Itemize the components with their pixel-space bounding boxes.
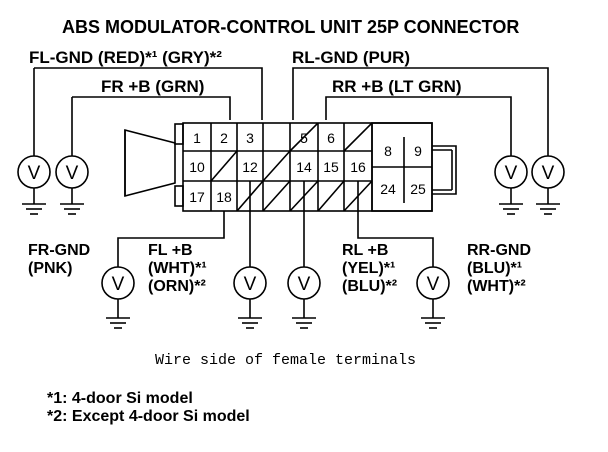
label-fr-b: FR +B (GRN) bbox=[101, 77, 204, 96]
footnote-2: *2: Except 4-door Si model bbox=[47, 408, 250, 425]
voltmeter-rr-gnd: V bbox=[416, 266, 450, 329]
pin-8: 8 bbox=[384, 143, 392, 159]
voltmeter-fr-b: V bbox=[55, 155, 89, 215]
voltmeter-symbol: V bbox=[298, 274, 311, 295]
pin-25: 25 bbox=[410, 181, 426, 197]
diagram-title: ABS MODULATOR-CONTROL UNIT 25P CONNECTOR bbox=[62, 17, 519, 37]
pin-18: 18 bbox=[216, 189, 232, 205]
pin-3: 3 bbox=[246, 130, 254, 146]
voltmeter-symbol: V bbox=[427, 274, 440, 295]
voltmeter-rl-b: V bbox=[287, 266, 321, 329]
pin-1: 1 bbox=[193, 130, 201, 146]
pin-9: 9 bbox=[414, 143, 422, 159]
bottom-wires bbox=[117, 181, 434, 267]
voltmeter-fl-gnd: V bbox=[17, 155, 51, 215]
label-fr-gnd-name: FR-GND bbox=[28, 242, 90, 259]
footnote-1: *1: 4-door Si model bbox=[47, 390, 193, 407]
label-fl-b-name: FL +B bbox=[148, 242, 193, 259]
connector-housing bbox=[124, 122, 457, 212]
voltmeter-symbol: V bbox=[28, 163, 41, 184]
label-rr-b: RR +B (LT GRN) bbox=[332, 77, 462, 96]
label-rl-gnd: RL-GND (PUR) bbox=[292, 48, 410, 67]
voltmeter-fl-b: V bbox=[233, 266, 267, 329]
top-wires bbox=[33, 67, 549, 156]
pin-14: 14 bbox=[296, 159, 312, 175]
pin-16: 16 bbox=[350, 159, 366, 175]
voltmeter-fr-gnd: V bbox=[101, 266, 135, 329]
pin-2: 2 bbox=[220, 130, 228, 146]
voltmeter-symbol: V bbox=[66, 163, 79, 184]
voltmeter-symbol: V bbox=[505, 163, 518, 184]
voltmeter-symbol: V bbox=[244, 274, 257, 295]
voltmeter-symbol: V bbox=[542, 163, 555, 184]
label-rr-gnd-color-2: (WHT)*² bbox=[467, 278, 526, 295]
diagram-caption: Wire side of female terminals bbox=[155, 352, 416, 369]
label-fl-gnd: FL-GND (RED)*¹ (GRY)*² bbox=[29, 48, 222, 67]
pin-5: 5 bbox=[300, 130, 308, 146]
label-rl-b-color-2: (BLU)*² bbox=[342, 278, 397, 295]
pin-12: 12 bbox=[242, 159, 258, 175]
voltmeter-rl-gnd: V bbox=[531, 155, 565, 215]
label-rr-gnd-name: RR-GND bbox=[467, 242, 531, 259]
pin-10: 10 bbox=[189, 159, 205, 175]
pin-6: 6 bbox=[327, 130, 335, 146]
label-rr-gnd-color-1: (BLU)*¹ bbox=[467, 260, 522, 277]
pin-24: 24 bbox=[380, 181, 396, 197]
label-rl-b-name: RL +B bbox=[342, 242, 388, 259]
voltmeter-rr-b: V bbox=[494, 155, 528, 215]
pin-15: 15 bbox=[323, 159, 339, 175]
label-fr-gnd-color: (PNK) bbox=[28, 260, 72, 277]
label-fl-b-color-2: (ORN)*² bbox=[148, 278, 206, 295]
pin-17: 17 bbox=[189, 189, 205, 205]
label-fl-b-color-1: (WHT)*¹ bbox=[148, 260, 207, 277]
label-rl-b-color-1: (YEL)*¹ bbox=[342, 260, 395, 277]
voltmeter-symbol: V bbox=[112, 274, 125, 295]
pin-labels: 1 2 3 5 6 8 9 10 12 14 15 16 17 18 24 25 bbox=[189, 130, 426, 205]
